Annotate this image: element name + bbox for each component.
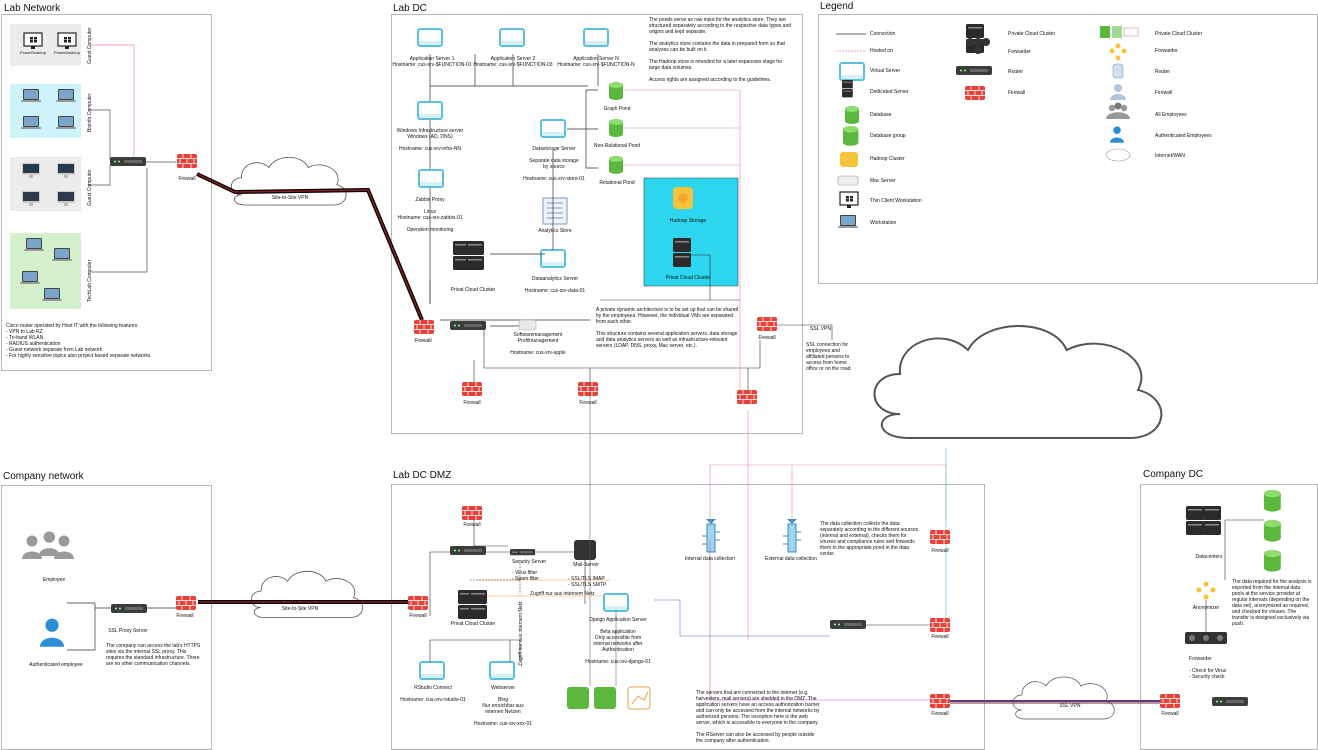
legend-hosted-on: Hosted on <box>870 48 893 54</box>
bioinfo-computer-label: Bioinfo Computer <box>87 93 93 132</box>
virus-filter-label: - Virus filter - Spam filter <box>512 570 539 582</box>
collection-note: The data collection collects the data se… <box>820 521 919 557</box>
dmz-firewall-label-top: Firewall <box>463 522 481 528</box>
dmz-ssl-vpn-label: SSL VPN <box>1059 703 1081 709</box>
mail-protocol-label: - SSL/TLS IMAP - SSL/TLS SMTP <box>568 576 607 588</box>
hadoop-storage-label: Hadoop Storage <box>669 218 707 224</box>
dmz-firewall-label-left: Firewall <box>409 613 427 619</box>
rstudio-label: RStudio Connect Hostname: cus-srv-rstudi… <box>400 685 466 703</box>
company-firewall-label: Firewall <box>176 613 194 619</box>
lab-network-notes: Cisco router operated by Host IT with th… <box>6 323 151 359</box>
company-network-panel <box>1 485 212 750</box>
lab-dc-title: Lab DC <box>393 3 427 14</box>
app-server-1-label: Application Server 1 Hostname: cus-srv-$… <box>392 56 472 68</box>
legend-connection: Connection <box>870 31 896 37</box>
security-server-label: Security Server <box>512 559 547 565</box>
zugriff-vertical-label: Zugriff nur aus internem Netz <box>518 601 524 666</box>
legend-internet-wan: Internet/WAN <box>1155 153 1185 159</box>
legend-forwarder-2: Forwarder <box>1155 48 1178 54</box>
ssl-vpn-note: SSL connection for employees and affilia… <box>806 342 852 372</box>
lab-dc-firewall-label-2: Firewall <box>463 400 481 406</box>
legend-firewall-2: Firewall <box>1155 90 1173 96</box>
lab-dc-dmz-panel <box>391 484 985 750</box>
graph-pond-label: Graph Pond <box>603 106 631 112</box>
lab-firewall-label: Firewall <box>178 176 196 182</box>
legend-forwarder: Forwarder <box>1008 49 1031 55</box>
private-cloud-cluster-label: Privat Cloud Cluster <box>450 287 496 293</box>
nonrel-pond-label: Non-Relational Pond <box>593 143 641 149</box>
legend-private-cloud-cluster-2: Private Cloud Cluster <box>1155 31 1203 37</box>
analytics-store-shape <box>542 197 568 225</box>
legend-thin-client: Thin Client Workstation <box>870 198 922 204</box>
legend-panel <box>818 14 1318 284</box>
company-network-note: The company can access the lab's HTTPS s… <box>106 643 201 667</box>
webserver-label: Webserver Blog Nur erreichbar aus intern… <box>473 685 533 727</box>
hadoop-cluster-label: Privat Cloud Cluster <box>665 275 711 281</box>
analytics-store-label: Analytics Store <box>538 228 572 234</box>
rel-pond-label: Relational Pond <box>599 180 635 186</box>
legend-router: Router <box>1008 69 1024 75</box>
mail-server-shape <box>574 540 596 560</box>
internal-collection-label: Internal data collection <box>684 556 736 562</box>
lab-dc-firewall-label-1: Firewall <box>414 338 432 344</box>
datacenters-label: Datacenters <box>1195 554 1223 560</box>
company-dc-firewall-label: Firewall <box>1161 711 1179 717</box>
legend-workstation: Workstation <box>870 220 897 226</box>
lab-dc-note-top: The ponds serve as raw input for the ana… <box>649 17 792 83</box>
employee-label: Employee <box>42 577 66 583</box>
dmz-firewall-label-2: Firewall <box>931 634 949 640</box>
zabbix-proxy-label: Zabbix Proxy Linux Hostname: cus-srv-zab… <box>397 197 463 233</box>
legend-database: Database <box>870 112 892 118</box>
company-vpn-label: Site-to-Site VPN <box>281 606 319 612</box>
lab-vpn-label: Site-to-Site VPN <box>271 195 309 201</box>
lab-dc-firewall-label-3: Firewall <box>579 400 597 406</box>
zugriff-label: Zugriff nur aus internem Netz <box>530 591 595 597</box>
django-server-label: Django Application Server Beta applicati… <box>585 617 651 665</box>
lab-dc-note-bottom: A private dynamic architecture is to be … <box>596 307 739 349</box>
app-server-2-label: Application Server 2 Hostname: cus-srv-$… <box>473 56 553 68</box>
anonymizer-label: Anonymizer <box>1192 605 1220 611</box>
legend-title: Legend <box>820 1 854 12</box>
power-desktop-label-2: PowerDesktop <box>53 50 80 55</box>
techlab-computer-label: TechLab Computer <box>87 259 93 302</box>
forwarder-label: Forwarder - Check for Virus - Security c… <box>1189 656 1227 680</box>
guest-computer-label-2: Guest Computer <box>87 169 93 206</box>
legend-hadoop-cluster: Hadoop Cluster <box>870 156 905 162</box>
legend-virtual-server: Virtual Server <box>870 68 901 74</box>
software-management-label: Softwaremanagement Profilmanagement Host… <box>510 332 566 356</box>
windows-server-label: Windows Infrastructure server Windows (A… <box>396 128 464 152</box>
legend-dedicated-server: Dedicated Server <box>870 89 909 95</box>
lab-dc-dmz-title: Lab DC DMZ <box>393 470 452 481</box>
legend-mac-server: Mac Server <box>870 178 896 184</box>
dmz-firewall-label-3: Firewall <box>931 711 949 717</box>
legend-router-2: Router <box>1155 69 1171 75</box>
dmz-servers-note: The servers that are connected to the in… <box>696 690 820 744</box>
authenticated-employee-label: Authenticated employee <box>29 662 83 668</box>
lab-network-title: Lab Network <box>4 3 61 14</box>
company-dc-title: Company DC <box>1143 469 1204 480</box>
lab-dc-firewall-label-4: Firewall <box>758 335 776 341</box>
mail-server-label: Mail-Server <box>573 562 599 568</box>
datastorage-server-label: Datastorage Server Separate data storage… <box>523 146 585 182</box>
guest-computer-label-1: Guest Computer <box>87 27 93 64</box>
external-collection-label: External data collection <box>765 556 817 562</box>
company-dc-note: The data required for the analysis is ex… <box>1232 579 1312 627</box>
legend-private-cloud-cluster: Private Cloud Cluster <box>1008 31 1056 37</box>
power-desktop-label-1: PowerDesktop <box>19 50 46 55</box>
app-server-n-label: Application Server N Hostname: cus-srv-$… <box>557 56 635 68</box>
company-network-title: Company network <box>3 471 84 482</box>
ssl-vpn-label: SSL VPN <box>810 326 831 332</box>
legend-firewall: Firewall <box>1008 90 1026 96</box>
legend-all-employees: All Employees <box>1155 112 1187 118</box>
dmz-firewall-label-1: Firewall <box>931 548 949 554</box>
dataanalytics-label: Dataanalytics Server Hostname: cus-srv-d… <box>524 276 586 294</box>
legend-database-group: Database group <box>870 133 906 139</box>
legend-authenticated-employees: Authenticated Employees <box>1155 133 1212 139</box>
dmz-cluster-label: Privat Cloud Cluster <box>450 621 496 627</box>
ssl-proxy-label: SSL Proxy Server <box>108 628 148 634</box>
